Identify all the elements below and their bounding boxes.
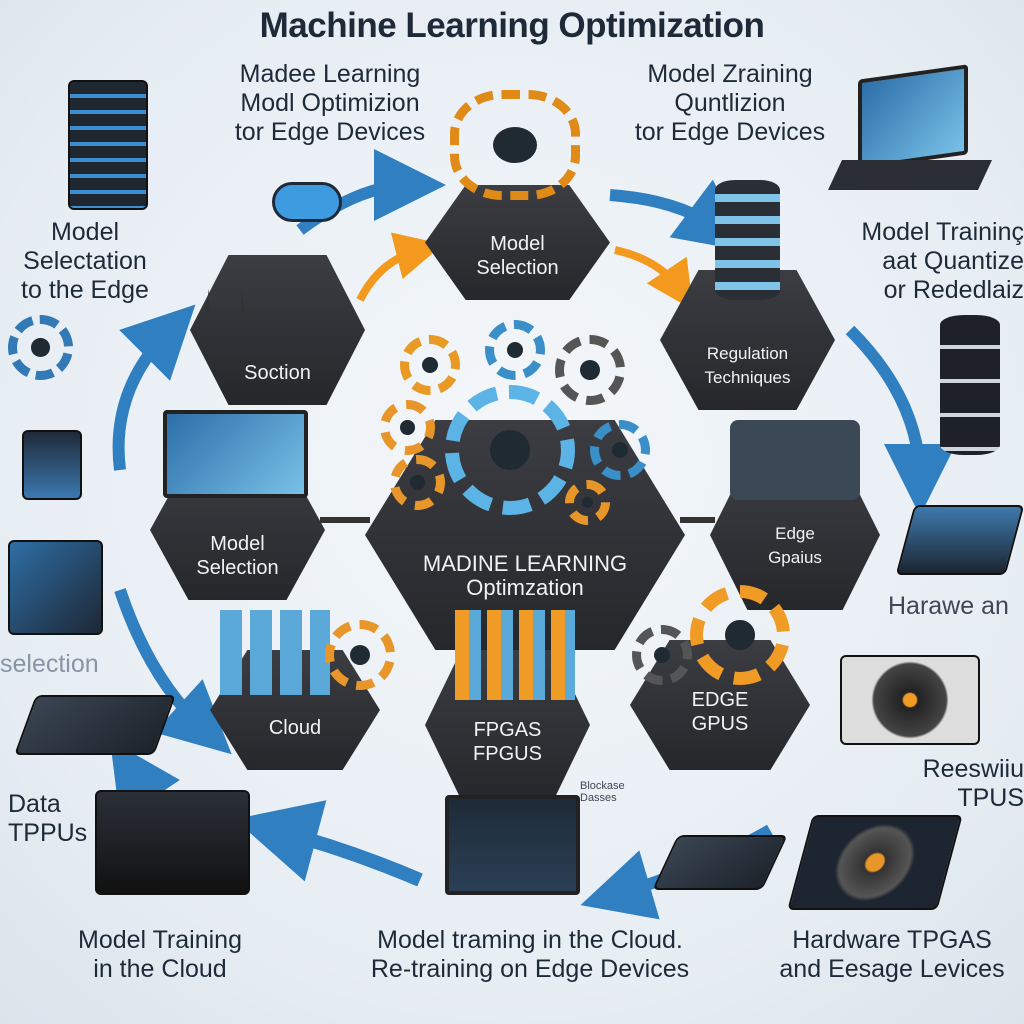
gear-icon [565, 480, 610, 525]
robot-chip-icon [450, 90, 580, 200]
label-left-mid: selection [0, 650, 99, 678]
laptop-keyboard-icon [828, 160, 992, 190]
circuit-board-icon [14, 695, 176, 755]
label-bottom-center: Model traming in the Cloud. Re-training … [370, 926, 690, 983]
page-title: Machine Learning Optimization [259, 6, 765, 45]
gear-icon [485, 320, 545, 380]
hardware-board-icon [787, 815, 963, 910]
central-gear-icon [445, 385, 575, 515]
node-model-selection-top[interactable]: Model Selection [425, 185, 610, 300]
node-label: FPGAS FPGUS [473, 719, 542, 765]
label-bottom-left: Model Training in the Cloud [78, 926, 242, 983]
gear-icon [380, 400, 435, 455]
label-top-left: Madee Learning Modl Optimizion tor Edge … [234, 60, 426, 146]
gear-icon [555, 335, 625, 405]
analytics-monitor-icon [445, 795, 580, 895]
monitor-chart-icon [163, 410, 308, 498]
laptop-icon [858, 64, 968, 170]
edge-device-icon [730, 420, 860, 500]
server-rack-icon [68, 80, 148, 210]
arrow-right-down [845, 325, 956, 516]
tpu-fan-icon [840, 655, 980, 745]
label-bottom-right: Hardware TPGAS and Eesage Levices [779, 926, 1005, 983]
node-label: Model Selection [196, 533, 279, 579]
gear-icon [390, 455, 445, 510]
label-left-upper: Model Selectation to the Edge [21, 218, 149, 304]
node-label: Soction [244, 362, 311, 384]
cube-device-icon [8, 540, 103, 635]
arrow-top-right [609, 179, 749, 252]
database-stack-icon [940, 315, 1000, 455]
gear-icon [8, 315, 73, 380]
gear-icon [690, 585, 790, 685]
truck-icon [95, 790, 250, 895]
arrow-orange-right [614, 246, 694, 310]
bar-chart-icon [455, 610, 575, 700]
label-top-right: Model Zraining Quntlizion tor Edge Devic… [634, 60, 826, 146]
hardware-box-icon [22, 430, 82, 500]
node-label: Edge Gpaius [768, 524, 822, 567]
node-label: Cloud [268, 717, 322, 739]
node-label: Regulation Techniques [704, 344, 791, 387]
gear-icon [325, 620, 395, 690]
label-left-lower: Data TPPUs [8, 790, 88, 847]
label-small-center: Blockase Dasses [580, 780, 625, 804]
arrow-bottom-left [234, 800, 423, 887]
label-right-mid-1: Harawe an [888, 592, 1009, 620]
node-label: Model Selection [476, 233, 559, 279]
gear-icon [590, 420, 650, 480]
label-right-upper: Model Traininç aat Quantize or Rededlaiz [861, 218, 1024, 304]
database-icon [715, 180, 780, 300]
node-section[interactable]: Soction [190, 255, 365, 405]
label-right-mid-2: Reeswiiu TPUS [922, 755, 1024, 812]
arrow-left-down [114, 588, 232, 755]
node-label: EDGE GPUS [691, 689, 749, 735]
gear-icon [400, 335, 460, 395]
cloud-servers-icon [220, 610, 330, 695]
cloud-icon [272, 182, 342, 222]
arrow-left-up [112, 304, 196, 471]
gear-icon [632, 625, 692, 685]
arrow-orange-left [356, 232, 444, 302]
gpu-card-icon [895, 505, 1024, 575]
node-label: MADINE LEARNING Optimzation [422, 551, 628, 600]
